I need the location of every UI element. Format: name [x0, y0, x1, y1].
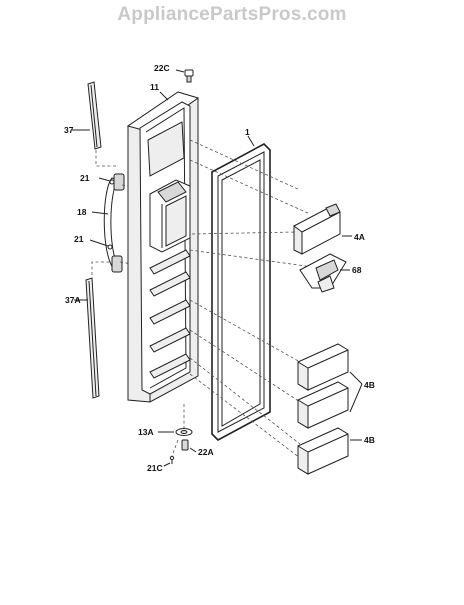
part-4a-door-bin — [293, 203, 341, 255]
callout-22c: 22C — [154, 63, 170, 73]
part-21c-screw — [169, 455, 175, 464]
part-4b-door-bin-2 — [297, 381, 349, 429]
callout-37: 37 — [64, 125, 74, 135]
part-13a-hinge-bushing — [175, 428, 193, 436]
callout-37a: 37A — [65, 295, 81, 305]
part-11-door-panel — [126, 91, 200, 403]
callout-21-top: 21 — [80, 173, 90, 183]
callout-21c: 21C — [147, 463, 163, 473]
callout-13a: 13A — [138, 427, 154, 437]
callout-22a: 22A — [198, 447, 214, 457]
part-37-trim-strip — [87, 81, 102, 150]
part-68-ice-funnel — [299, 253, 347, 293]
part-22a-hinge-pin — [181, 439, 189, 451]
part-4b-door-bin-1 — [297, 343, 349, 391]
part-1-door-gasket — [211, 143, 271, 441]
callout-4b-top: 4B — [364, 380, 375, 390]
part-21-screw-top — [98, 177, 115, 185]
callout-4b-bottom: 4B — [364, 435, 375, 445]
callout-21-bottom: 21 — [74, 234, 84, 244]
callout-11: 11 — [150, 82, 159, 92]
part-21-screw-bottom — [89, 239, 113, 250]
callout-68: 68 — [352, 265, 362, 275]
watermark: AppliancePartsPros.com — [117, 4, 347, 25]
callout-4a: 4A — [354, 232, 365, 242]
callout-1: 1 — [245, 127, 250, 137]
part-18-door-handle — [103, 173, 125, 273]
callout-18: 18 — [77, 207, 87, 217]
part-4b-door-bin-3 — [297, 427, 349, 475]
part-37a-trim-strip — [85, 277, 100, 399]
part-22c-hinge-pin — [184, 69, 194, 83]
